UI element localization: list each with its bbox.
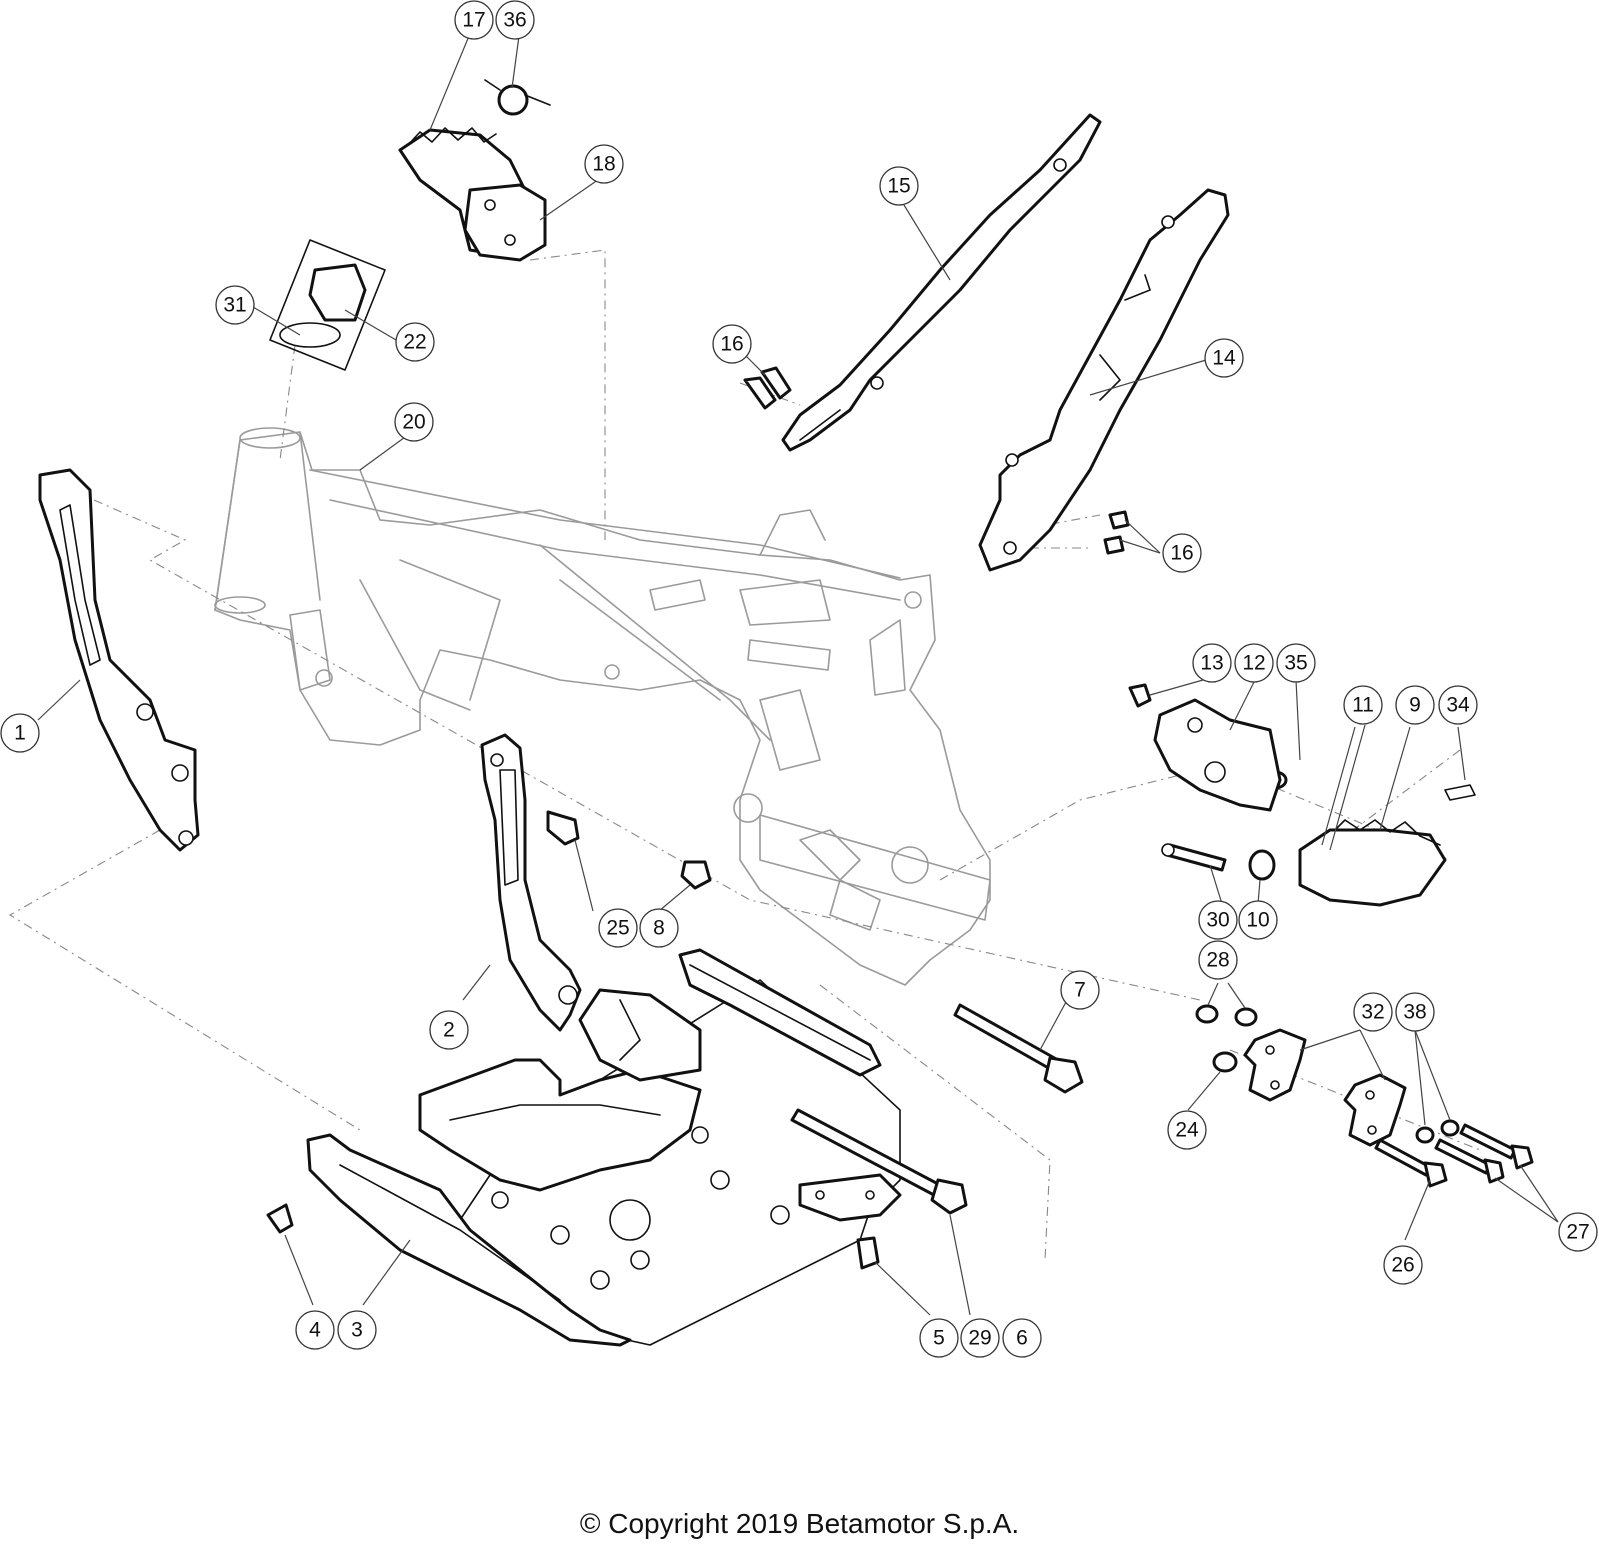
callout-27[interactable]: 27 — [1558, 1212, 1598, 1252]
callout-22[interactable]: 22 — [395, 322, 435, 362]
callout-30[interactable]: 30 — [1198, 900, 1238, 940]
svg-text:34: 34 — [1446, 694, 1470, 717]
callout-9[interactable]: 9 — [1395, 685, 1435, 725]
svg-text:17: 17 — [462, 9, 485, 32]
svg-text:1: 1 — [14, 722, 26, 745]
callout-13[interactable]: 13 — [1192, 643, 1232, 683]
svg-text:5: 5 — [933, 1327, 945, 1350]
svg-text:32: 32 — [1361, 1001, 1384, 1024]
small-fasteners — [266, 366, 1460, 1270]
engine-cradle — [418, 948, 882, 1192]
callout-24[interactable]: 24 — [1167, 1110, 1207, 1150]
copyright-notice: © Copyright 2019 Betamotor S.p.A. — [579, 1508, 1020, 1539]
svg-text:8: 8 — [653, 917, 665, 940]
callout-28[interactable]: 28 — [1198, 940, 1238, 980]
svg-text:36: 36 — [503, 9, 526, 32]
callout-3[interactable]: 3 — [337, 1310, 377, 1350]
leader-lines — [37, 35, 1559, 1316]
callout-2[interactable]: 2 — [429, 1010, 469, 1050]
svg-text:27: 27 — [1566, 1221, 1589, 1244]
callout-17[interactable]: 17 — [454, 0, 494, 40]
callout-7[interactable]: 7 — [1060, 970, 1100, 1010]
svg-text:13: 13 — [1200, 652, 1223, 675]
svg-text:30: 30 — [1206, 909, 1229, 932]
part-14-subframe-rail — [978, 188, 1230, 572]
assembly-lines — [8, 249, 1481, 1261]
svg-text:9: 9 — [1409, 694, 1421, 717]
svg-text:4: 4 — [309, 1319, 321, 1342]
svg-text:29: 29 — [968, 1327, 991, 1350]
callout-8[interactable]: 8 — [639, 908, 679, 948]
svg-text:15: 15 — [887, 175, 910, 198]
svg-text:16: 16 — [1170, 542, 1193, 565]
svg-text:3: 3 — [351, 1319, 363, 1342]
callout-5[interactable]: 5 — [919, 1318, 959, 1358]
svg-text:25: 25 — [606, 917, 629, 940]
part-2-right-frame-guard — [480, 733, 582, 1032]
callout-11[interactable]: 11 — [1343, 685, 1383, 725]
svg-text:10: 10 — [1246, 909, 1269, 932]
callout-18[interactable]: 18 — [584, 144, 624, 184]
svg-text:12: 12 — [1242, 652, 1265, 675]
callout-31[interactable]: 31 — [215, 285, 255, 325]
part-15-subframe-rail — [781, 113, 1102, 452]
svg-text:20: 20 — [402, 411, 425, 434]
svg-text:7: 7 — [1074, 979, 1086, 1002]
callout-14[interactable]: 14 — [1204, 338, 1244, 378]
svg-text:2: 2 — [443, 1019, 455, 1042]
callout-12[interactable]: 12 — [1234, 643, 1274, 683]
svg-text:6: 6 — [1016, 1327, 1028, 1350]
callout-25[interactable]: 25 — [598, 908, 638, 948]
svg-text:24: 24 — [1175, 1119, 1199, 1142]
svg-text:26: 26 — [1391, 1254, 1414, 1277]
callout-38[interactable]: 38 — [1395, 992, 1435, 1032]
svg-text:22: 22 — [403, 331, 426, 354]
part-1-left-frame-guard — [38, 468, 200, 852]
svg-text:35: 35 — [1284, 652, 1307, 675]
svg-text:18: 18 — [592, 153, 615, 176]
svg-text:31: 31 — [223, 294, 246, 317]
callout-34[interactable]: 34 — [1438, 685, 1478, 725]
callout-15[interactable]: 15 — [879, 166, 919, 206]
callout-1[interactable]: 1 — [0, 713, 40, 753]
svg-text:14: 14 — [1212, 347, 1236, 370]
callout-16-upper[interactable]: 16 — [712, 324, 752, 364]
part-17-left-footpeg — [398, 79, 551, 262]
svg-text:11: 11 — [1352, 694, 1374, 717]
callout-4[interactable]: 4 — [295, 1310, 335, 1350]
svg-text:16: 16 — [720, 333, 743, 356]
callout-16-lower[interactable]: 16 — [1162, 533, 1202, 573]
callout-32[interactable]: 32 — [1353, 992, 1393, 1032]
callouts: 17 36 18 31 22 20 15 16 14 16 1 13 12 35… — [0, 0, 1598, 1358]
callout-20[interactable]: 20 — [394, 402, 434, 442]
callout-35[interactable]: 35 — [1276, 643, 1316, 683]
svg-text:38: 38 — [1403, 1001, 1426, 1024]
part-9-right-footpeg — [1248, 784, 1476, 907]
part-32-brackets — [1243, 1028, 1407, 1147]
callout-29[interactable]: 29 — [960, 1318, 1000, 1358]
part-22-fuel-cap — [269, 239, 386, 371]
callout-10[interactable]: 10 — [1238, 900, 1278, 940]
long-bolts — [790, 843, 1534, 1215]
part-12-right-footpeg-bracket — [1153, 698, 1282, 812]
main-frame — [214, 427, 991, 986]
svg-text:28: 28 — [1206, 949, 1229, 972]
callout-26[interactable]: 26 — [1383, 1245, 1423, 1285]
callout-6[interactable]: 6 — [1002, 1318, 1042, 1358]
callout-36[interactable]: 36 — [495, 0, 535, 40]
